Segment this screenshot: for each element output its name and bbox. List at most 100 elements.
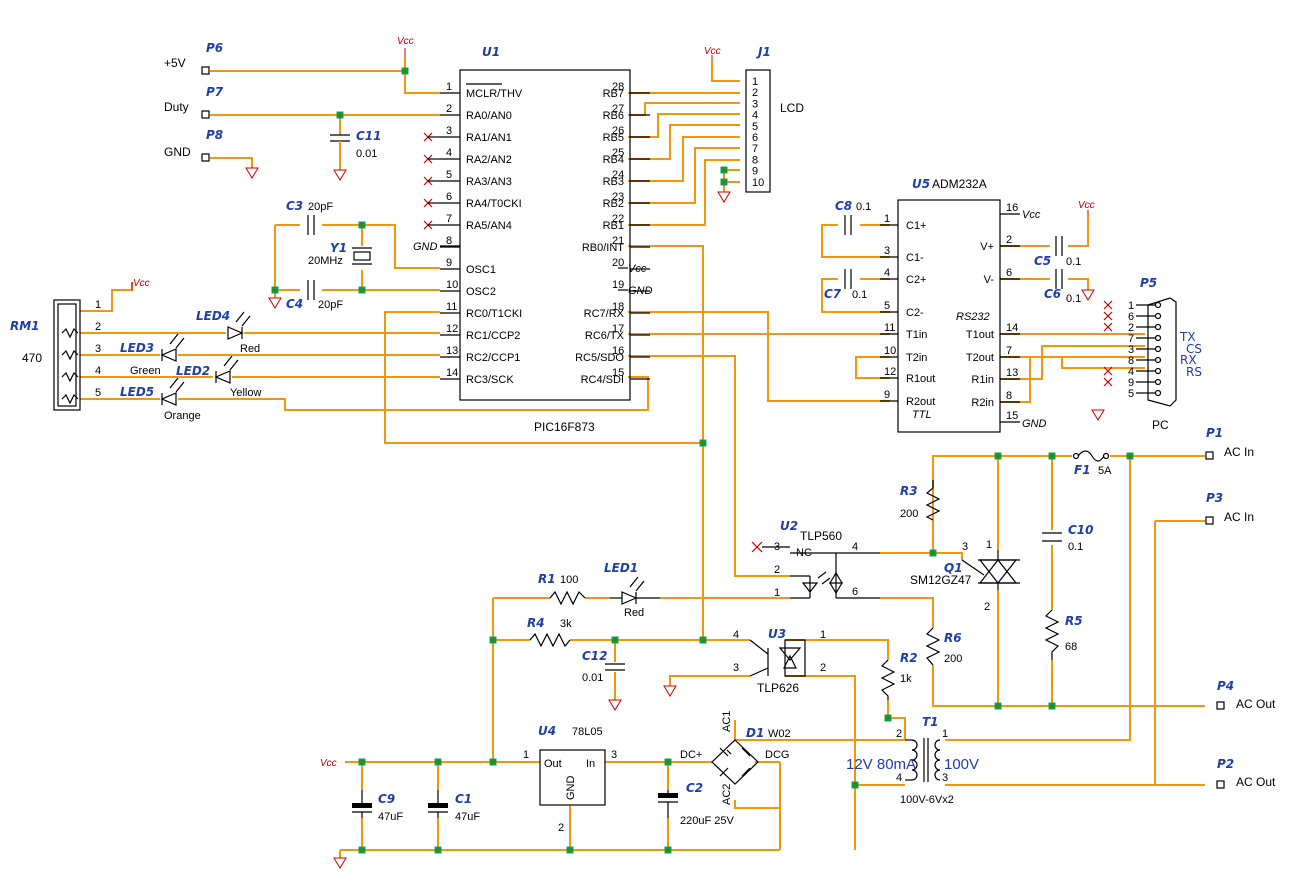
svg-text:220uF 25V: 220uF 25V xyxy=(680,815,734,827)
u1-gnd-label: GND xyxy=(413,241,438,253)
svg-text:3: 3 xyxy=(733,662,739,674)
svg-text:P2: P2 xyxy=(1217,757,1234,771)
svg-text:3: 3 xyxy=(611,749,617,761)
svg-text:Vcc: Vcc xyxy=(1078,200,1095,211)
svg-text:R2: R2 xyxy=(900,651,918,665)
u1-left-pins: 1MCLR/THV2RA0/AN03RA1/AN14RA2/AN25RA3/AN… xyxy=(423,81,523,386)
u1-ref: U1 xyxy=(482,45,500,59)
svg-text:4: 4 xyxy=(95,365,101,377)
svg-text:R6: R6 xyxy=(944,631,962,645)
svg-text:Duty: Duty xyxy=(164,100,189,114)
svg-text:C11: C11 xyxy=(356,129,382,143)
svg-text:SM12GZ47: SM12GZ47 xyxy=(910,573,972,587)
rm1-value: 470 xyxy=(22,351,42,365)
j1-pin-5: 5 xyxy=(752,121,758,133)
svg-text:Green: Green xyxy=(130,365,161,377)
u5-pin-3: 3C1- xyxy=(880,245,924,264)
svg-text:12: 12 xyxy=(446,323,458,335)
svg-text:U2: U2 xyxy=(780,519,798,533)
junction-dot xyxy=(720,166,728,174)
svg-text:RA3/AN3: RA3/AN3 xyxy=(466,176,512,188)
svg-text:4: 4 xyxy=(446,147,452,159)
svg-text:R1out: R1out xyxy=(906,373,935,385)
j1-pin-8: 8 xyxy=(752,154,758,166)
junction-dot xyxy=(358,221,366,229)
svg-text:C1-: C1- xyxy=(906,252,924,264)
junction-dots xyxy=(271,67,1134,854)
svg-text:9: 9 xyxy=(446,257,452,269)
svg-text:AC Out: AC Out xyxy=(1236,775,1276,789)
rm1-pin-4: 4 xyxy=(61,365,101,383)
vcc-rm1: Vcc xyxy=(131,278,150,290)
svg-text:3: 3 xyxy=(942,772,948,784)
svg-text:4: 4 xyxy=(1128,366,1134,378)
svg-text:U3: U3 xyxy=(768,627,786,641)
svg-text:1: 1 xyxy=(942,728,948,740)
svg-text:5: 5 xyxy=(446,169,452,181)
svg-text:T2in: T2in xyxy=(906,352,927,364)
junction-dot xyxy=(358,846,366,854)
svg-text:2: 2 xyxy=(95,321,101,333)
svg-text:3: 3 xyxy=(95,343,101,355)
svg-text:W02: W02 xyxy=(768,728,791,740)
u1-pic16f873: U1 PIC16F873 1MCLR/THV2RA0/AN03RA1/AN14R… xyxy=(413,45,653,434)
svg-text:RB1: RB1 xyxy=(603,220,624,232)
db9-pin-2: 2 xyxy=(1103,322,1162,334)
j1-pin-1: 1 xyxy=(752,76,758,88)
port-p1: P1 AC In xyxy=(1205,426,1254,460)
power-symbols: Vcc Vcc Vcc Vcc Vcc xyxy=(131,36,1105,869)
svg-text:LED5: LED5 xyxy=(120,385,154,399)
svg-text:20pF: 20pF xyxy=(318,299,343,311)
j1-ref: J1 xyxy=(756,45,771,59)
db9-pin-8: 8 xyxy=(1128,355,1162,367)
svg-text:27: 27 xyxy=(612,103,624,115)
svg-text:C1: C1 xyxy=(455,792,472,806)
u5-pin-1: 1C1+ xyxy=(880,213,927,232)
svg-text:11: 11 xyxy=(446,301,457,313)
port-p4: P4 AC Out xyxy=(1216,679,1276,711)
j1-pin-7: 7 xyxy=(752,143,758,155)
svg-text:8: 8 xyxy=(1006,390,1012,402)
svg-text:17: 17 xyxy=(612,323,624,335)
svg-text:13: 13 xyxy=(1006,367,1018,379)
svg-text:5A: 5A xyxy=(1098,465,1112,477)
svg-text:25: 25 xyxy=(612,147,624,159)
rm1-pin-5: 5 xyxy=(61,387,101,405)
u5-pin-6: 6V- xyxy=(984,267,1020,286)
svg-text:RB7: RB7 xyxy=(603,88,624,100)
svg-text:16: 16 xyxy=(1006,202,1018,214)
q1-triac: Q1 SM12GZ47 3 1 2 xyxy=(910,539,1020,613)
svg-text:C4: C4 xyxy=(286,297,303,311)
svg-text:6: 6 xyxy=(1128,311,1134,323)
svg-text:P8: P8 xyxy=(206,128,223,142)
svg-text:4: 4 xyxy=(733,629,739,641)
u1-right-pins: 28RB727RB626RB525RB424RB323RB222RB121RB0… xyxy=(575,81,650,386)
svg-text:Red: Red xyxy=(240,343,260,355)
junction-dot xyxy=(929,549,937,557)
svg-text:C2+: C2+ xyxy=(906,274,927,286)
svg-text:1: 1 xyxy=(820,629,826,641)
svg-text:5: 5 xyxy=(95,387,101,399)
svg-text:100V-6Vx2: 100V-6Vx2 xyxy=(900,794,954,806)
svg-text:RC7/RX: RC7/RX xyxy=(584,308,625,320)
u3-tlp626: U3 TLP626 4 3 1 2 xyxy=(733,627,826,695)
junction-dot xyxy=(1048,452,1056,460)
